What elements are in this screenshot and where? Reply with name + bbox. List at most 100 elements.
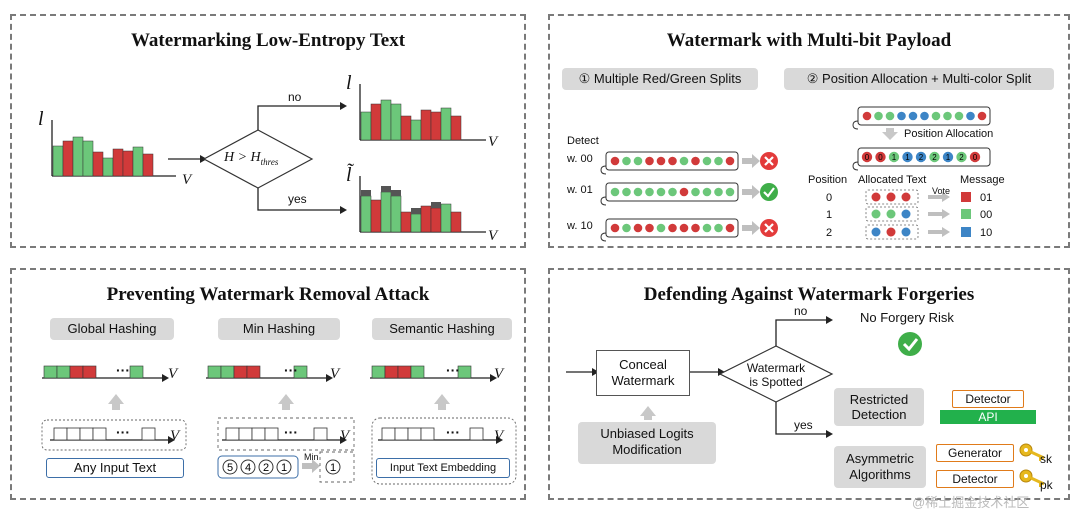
row0-arrow-head bbox=[752, 154, 760, 168]
api-label: API bbox=[978, 410, 998, 424]
panel3-title: Preventing Watermark Removal Attack bbox=[106, 284, 430, 305]
conceal-watermark-box: Conceal Watermark bbox=[596, 350, 690, 396]
pk-key-icon bbox=[1019, 469, 1045, 487]
alloctop-dot-7 bbox=[943, 111, 952, 121]
reject-x-0 bbox=[764, 156, 774, 166]
row1-dot-2 bbox=[633, 187, 643, 197]
alloc-num-text-5: 2 bbox=[932, 153, 937, 162]
col-message: Message bbox=[960, 174, 1005, 186]
detect-label: Detect bbox=[567, 135, 599, 147]
conceal-text: Conceal Watermark bbox=[611, 357, 675, 388]
vote-arrow-head-2 bbox=[942, 227, 950, 237]
panel2-title: Watermark with Multi-bit Payload bbox=[666, 30, 952, 51]
alloc-num-dot-4 bbox=[915, 151, 927, 163]
accept-check-1 bbox=[763, 187, 775, 198]
alloctop-dot-6 bbox=[931, 111, 941, 121]
multi-split-header: ① Multiple Red/Green Splits bbox=[562, 68, 758, 90]
axis-l-no: l bbox=[346, 72, 352, 94]
dots-min: ··· bbox=[284, 362, 298, 378]
detector-box-api: Detector bbox=[952, 390, 1024, 408]
no-branch-label: no bbox=[288, 90, 302, 104]
alloctop-dot-2 bbox=[885, 111, 895, 121]
axis-l-input: l bbox=[38, 108, 44, 130]
row1-dot-4 bbox=[656, 187, 666, 197]
row1-dot-7 bbox=[691, 187, 700, 197]
generator-box: Generator bbox=[936, 444, 1014, 462]
row1-dot-10 bbox=[725, 187, 735, 197]
min-digit-circle-3 bbox=[276, 459, 292, 475]
semantic-empty-axis-head bbox=[496, 436, 503, 444]
min-dash-box bbox=[217, 417, 355, 451]
min-digit-circle-2 bbox=[258, 459, 274, 475]
vote-arrow-shaft-0 bbox=[928, 195, 942, 199]
min-vocab-axis-head bbox=[326, 374, 333, 382]
row1-dot-9 bbox=[714, 187, 723, 197]
axis-v-semantic: V bbox=[494, 366, 504, 382]
alloctop-dot-4 bbox=[908, 111, 918, 121]
semantic-hashing-label: Semantic Hashing bbox=[372, 318, 512, 340]
pk-label: pk bbox=[1040, 478, 1053, 492]
min-result-dash bbox=[319, 451, 355, 483]
detector-box-asym: Detector bbox=[936, 470, 1014, 488]
alloc-num-dot-1 bbox=[875, 151, 886, 163]
alloc-num-dot-2 bbox=[888, 151, 900, 163]
row0-dot-3 bbox=[645, 156, 654, 166]
axis-v-min: V bbox=[330, 366, 340, 382]
alloc-row-2-dot-2 bbox=[901, 227, 911, 237]
global-up-arrow bbox=[108, 394, 124, 410]
row0-dot-2 bbox=[633, 156, 643, 166]
restricted-detection-box: Restricted Detection bbox=[834, 388, 924, 426]
dots-semantic: ··· bbox=[446, 362, 460, 378]
min-vocab-cell-3 bbox=[246, 365, 261, 379]
semantic-vocab-axis-head bbox=[490, 374, 497, 382]
payload-scroll-0-curl bbox=[600, 165, 607, 175]
row2-dot-8 bbox=[702, 223, 712, 233]
alloc-num-dot-0 bbox=[861, 151, 873, 163]
row2-dot-3 bbox=[645, 223, 654, 233]
down-arrow-allocation bbox=[882, 128, 898, 140]
min-digit-circle-0 bbox=[222, 459, 238, 475]
alloc-row-2-dot-0 bbox=[871, 227, 881, 237]
alloc-row-1-dot-1 bbox=[886, 209, 896, 219]
no-watermark-histogram bbox=[359, 84, 486, 141]
condition-text: H > H bbox=[224, 150, 261, 165]
axis-v-yes: V bbox=[488, 228, 498, 244]
alloc-row-1-dot-2 bbox=[901, 209, 911, 219]
alloc-num-text-3: 1 bbox=[905, 153, 910, 162]
position-0: 0 bbox=[826, 192, 833, 204]
min-digit-text-1: 4 bbox=[245, 462, 251, 474]
vote-arrow-shaft-1 bbox=[928, 212, 942, 216]
asymmetric-text: Asymmetric Algorithms bbox=[846, 451, 914, 482]
vote-arrow-shaft-2 bbox=[928, 230, 942, 234]
axis-v-global-bottom: V bbox=[170, 428, 180, 444]
reject-x-2 bbox=[764, 223, 774, 233]
min-result-circle bbox=[325, 459, 341, 475]
restricted-text: Restricted Detection bbox=[849, 392, 909, 422]
alloc-num-text-2: 1 bbox=[892, 153, 897, 162]
row1-dot-6 bbox=[679, 187, 689, 197]
global-vocab-cell-3 bbox=[82, 365, 97, 379]
row1-dot-8 bbox=[702, 187, 712, 197]
alloc-num-dot-7 bbox=[956, 151, 967, 163]
accept-icon-1 bbox=[760, 183, 778, 201]
axis-v-input: V bbox=[182, 172, 192, 188]
alloc-scroll-numbered-curl bbox=[852, 161, 859, 171]
axis-l-tilde: l̃ bbox=[346, 164, 352, 186]
position-allocation-header: ② Position Allocation + Multi-color Spli… bbox=[784, 68, 1054, 90]
dots-global-bottom: ··· bbox=[116, 424, 130, 440]
row-label-00: w. 00 bbox=[567, 153, 593, 165]
row0-dot-6 bbox=[679, 156, 689, 166]
global-hashing-label: Global Hashing bbox=[50, 318, 174, 340]
alloc-num-text-4: 2 bbox=[919, 153, 924, 162]
alloctop-dot-1 bbox=[874, 111, 883, 121]
min-empty-cell-3 bbox=[264, 427, 279, 441]
semantic-up-arrow bbox=[434, 394, 450, 410]
row2-dot-5 bbox=[668, 223, 677, 233]
watermarked-histogram bbox=[359, 176, 486, 233]
check-circle-icon bbox=[898, 332, 922, 356]
payload-scroll-1-curl bbox=[600, 196, 607, 206]
no-forgery-risk: No Forgery Risk bbox=[860, 310, 954, 325]
alloctop-dot-9 bbox=[966, 111, 975, 121]
